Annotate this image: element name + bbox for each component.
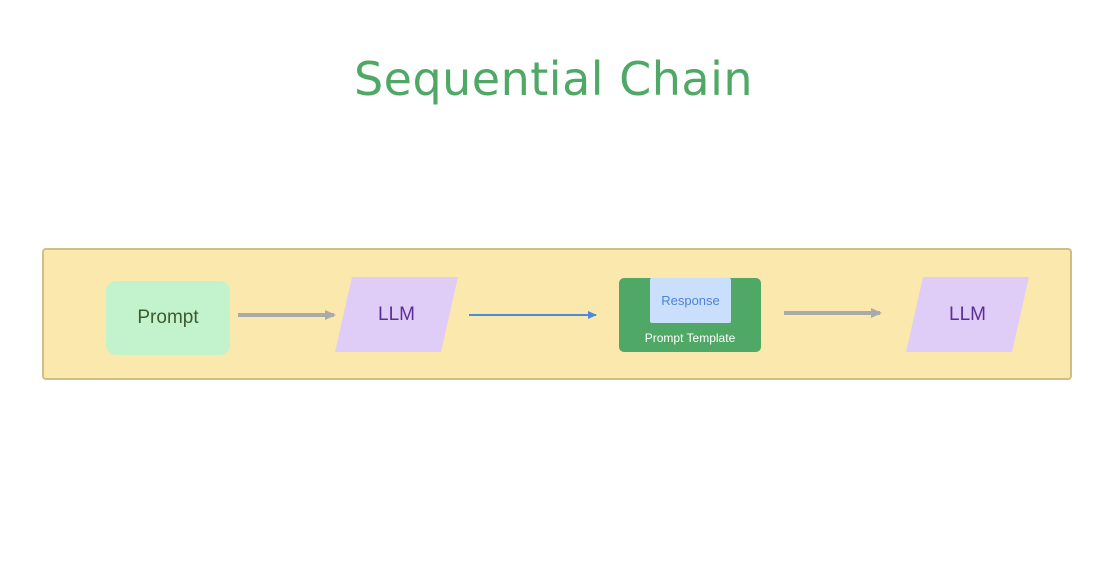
prompt-template-label: Prompt Template bbox=[644, 331, 736, 345]
llm-node-2 bbox=[906, 277, 1029, 352]
response-slot: Response bbox=[650, 278, 731, 323]
llm-node-1-label: LLM bbox=[378, 303, 415, 325]
prompt-node: Prompt bbox=[106, 281, 230, 355]
llm-node-2-label: LLM bbox=[949, 303, 986, 325]
prompt-node-label: Prompt bbox=[137, 307, 199, 328]
response-slot-label: Response bbox=[661, 293, 720, 308]
llm-node-1 bbox=[335, 277, 458, 352]
page-title: Sequential Chain bbox=[353, 52, 754, 106]
